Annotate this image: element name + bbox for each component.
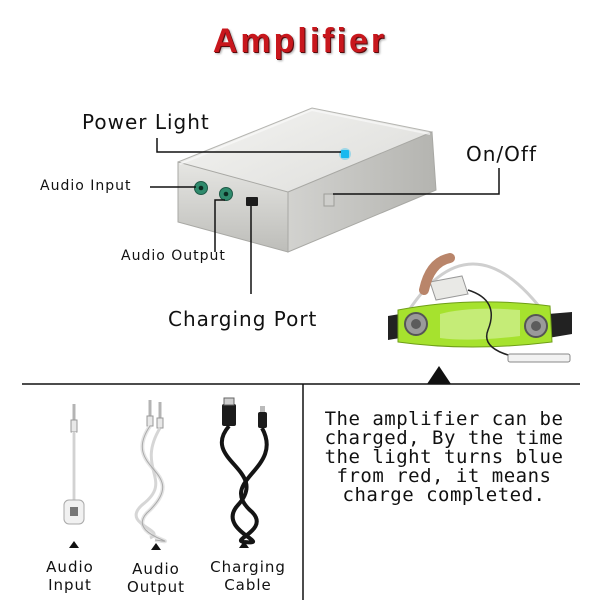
power-light-led [339, 148, 351, 160]
audio-output-cable [134, 400, 167, 544]
charging-port-socket [246, 197, 258, 206]
description-line: charged, By the time [324, 427, 564, 449]
accessory-audio-input-label: Audio Input [28, 558, 112, 594]
accessory-charging-cable-label: Charging Cable [200, 558, 296, 594]
audio-output-leader [214, 199, 225, 252]
audio-output-jack [219, 187, 233, 201]
audio-input-cable [63, 404, 85, 525]
on-off-leader [333, 168, 500, 195]
power-light-leader [156, 138, 341, 153]
accessory-label-line: Audio [46, 558, 94, 576]
description-line: from red, it means [336, 465, 552, 487]
power-light-label: Power Light [82, 110, 210, 134]
audio-output-marker [151, 543, 161, 550]
description-line: the light turns blue [324, 446, 564, 468]
audio-output-label: Audio Output [121, 248, 226, 264]
power-switch [323, 193, 335, 207]
accessory-label-line: Cable [224, 576, 272, 594]
audio-input-marker [69, 541, 79, 548]
page-title: Amplifier [212, 22, 388, 60]
charging-description: The amplifier can be charged, By the tim… [308, 410, 580, 505]
charging-cable-marker [239, 541, 249, 548]
description-line: charge completed. [342, 484, 546, 506]
accessory-audio-output-label: Audio Output [114, 560, 198, 596]
charging-port-label: Charging Port [168, 307, 318, 331]
audio-input-label: Audio Input [40, 178, 132, 194]
accessory-label-line: Input [48, 576, 92, 594]
divider-triangle-marker [427, 366, 451, 384]
audio-input-jack [194, 181, 208, 195]
description-line: The amplifier can be [324, 408, 564, 430]
accessory-label-line: Audio [132, 560, 180, 578]
charging-cable [219, 397, 269, 545]
belt-photo [388, 253, 572, 363]
accessory-label-line: Charging [210, 558, 286, 576]
accessory-label-line: Output [126, 578, 186, 596]
on-off-label: On/Off [466, 142, 537, 166]
